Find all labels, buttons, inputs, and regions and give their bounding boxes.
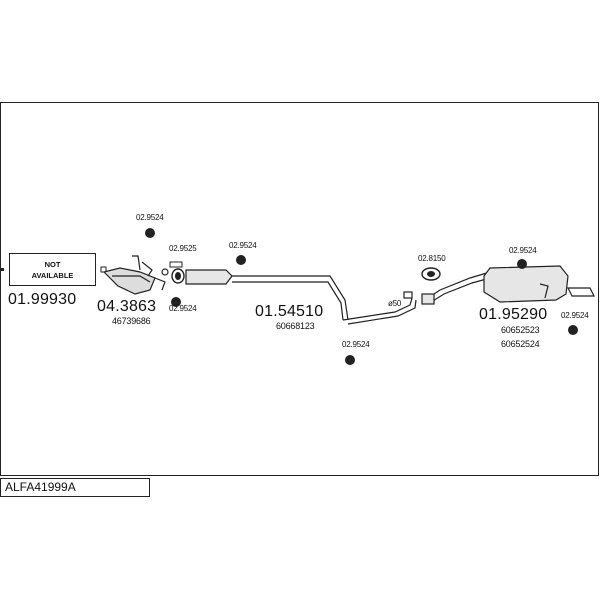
part-rear-silencer-oem-1: 60652523 xyxy=(501,325,540,335)
rubber-mount-icon-3 xyxy=(236,255,246,265)
clamp-label-c1[interactable]: 02.9524 xyxy=(136,213,164,222)
clamp-label-c3[interactable]: 02.9524 xyxy=(229,241,257,250)
not-available-line2: AVAILABLE xyxy=(31,271,74,280)
rear-pipe-part[interactable] xyxy=(421,271,491,305)
not-available-line1: NOT xyxy=(44,260,61,269)
pipe-diameter-label: ø50 xyxy=(388,299,402,308)
clamp-02-9525-part[interactable] xyxy=(169,261,185,284)
part-rear-silencer-number[interactable]: 01.95290 xyxy=(479,306,548,323)
clamp-label-c4[interactable]: 02.9524 xyxy=(169,304,197,313)
part-middle-pipe-oem: 60668123 xyxy=(276,321,315,331)
rubber-mount-icon-1 xyxy=(145,228,155,238)
clamp-label-c7[interactable]: 02.9524 xyxy=(509,246,537,255)
part-rear-silencer-oem-2: 60652524 xyxy=(501,339,540,349)
clamp-label-c6[interactable]: 02.8150 xyxy=(418,254,446,263)
middle-pipe-part[interactable] xyxy=(342,291,417,325)
clamp-label-c8[interactable]: 02.9524 xyxy=(561,311,589,320)
part-catalyst-oem: 46739686 xyxy=(112,316,151,326)
rubber-mount-icon-2 xyxy=(171,297,181,307)
diagram-title: ALFA41999A xyxy=(0,478,150,497)
part-catalyst-number[interactable]: 04.3863 xyxy=(97,298,157,315)
clamp-label-c5[interactable]: 02.9524 xyxy=(342,340,370,349)
rubber-mount-icon-6 xyxy=(568,325,578,335)
part-middle-pipe-number[interactable]: 01.54510 xyxy=(255,303,324,320)
catalyst-part[interactable] xyxy=(102,255,169,295)
clamp-02-8150-part[interactable] xyxy=(421,267,441,281)
clamp-label-c2[interactable]: 02.9525 xyxy=(169,244,197,253)
edge-marker xyxy=(1,268,4,271)
rubber-mount-icons xyxy=(145,228,578,365)
front-silencer-part[interactable] xyxy=(185,269,349,321)
not-available-box: NOT AVAILABLE xyxy=(9,253,96,286)
diagram-frame xyxy=(0,102,599,476)
rear-silencer-part[interactable] xyxy=(483,265,595,303)
rubber-mount-icon-5 xyxy=(517,259,527,269)
rubber-mount-icon-4 xyxy=(345,355,355,365)
part-front-pipe-number[interactable]: 01.99930 xyxy=(8,291,77,308)
